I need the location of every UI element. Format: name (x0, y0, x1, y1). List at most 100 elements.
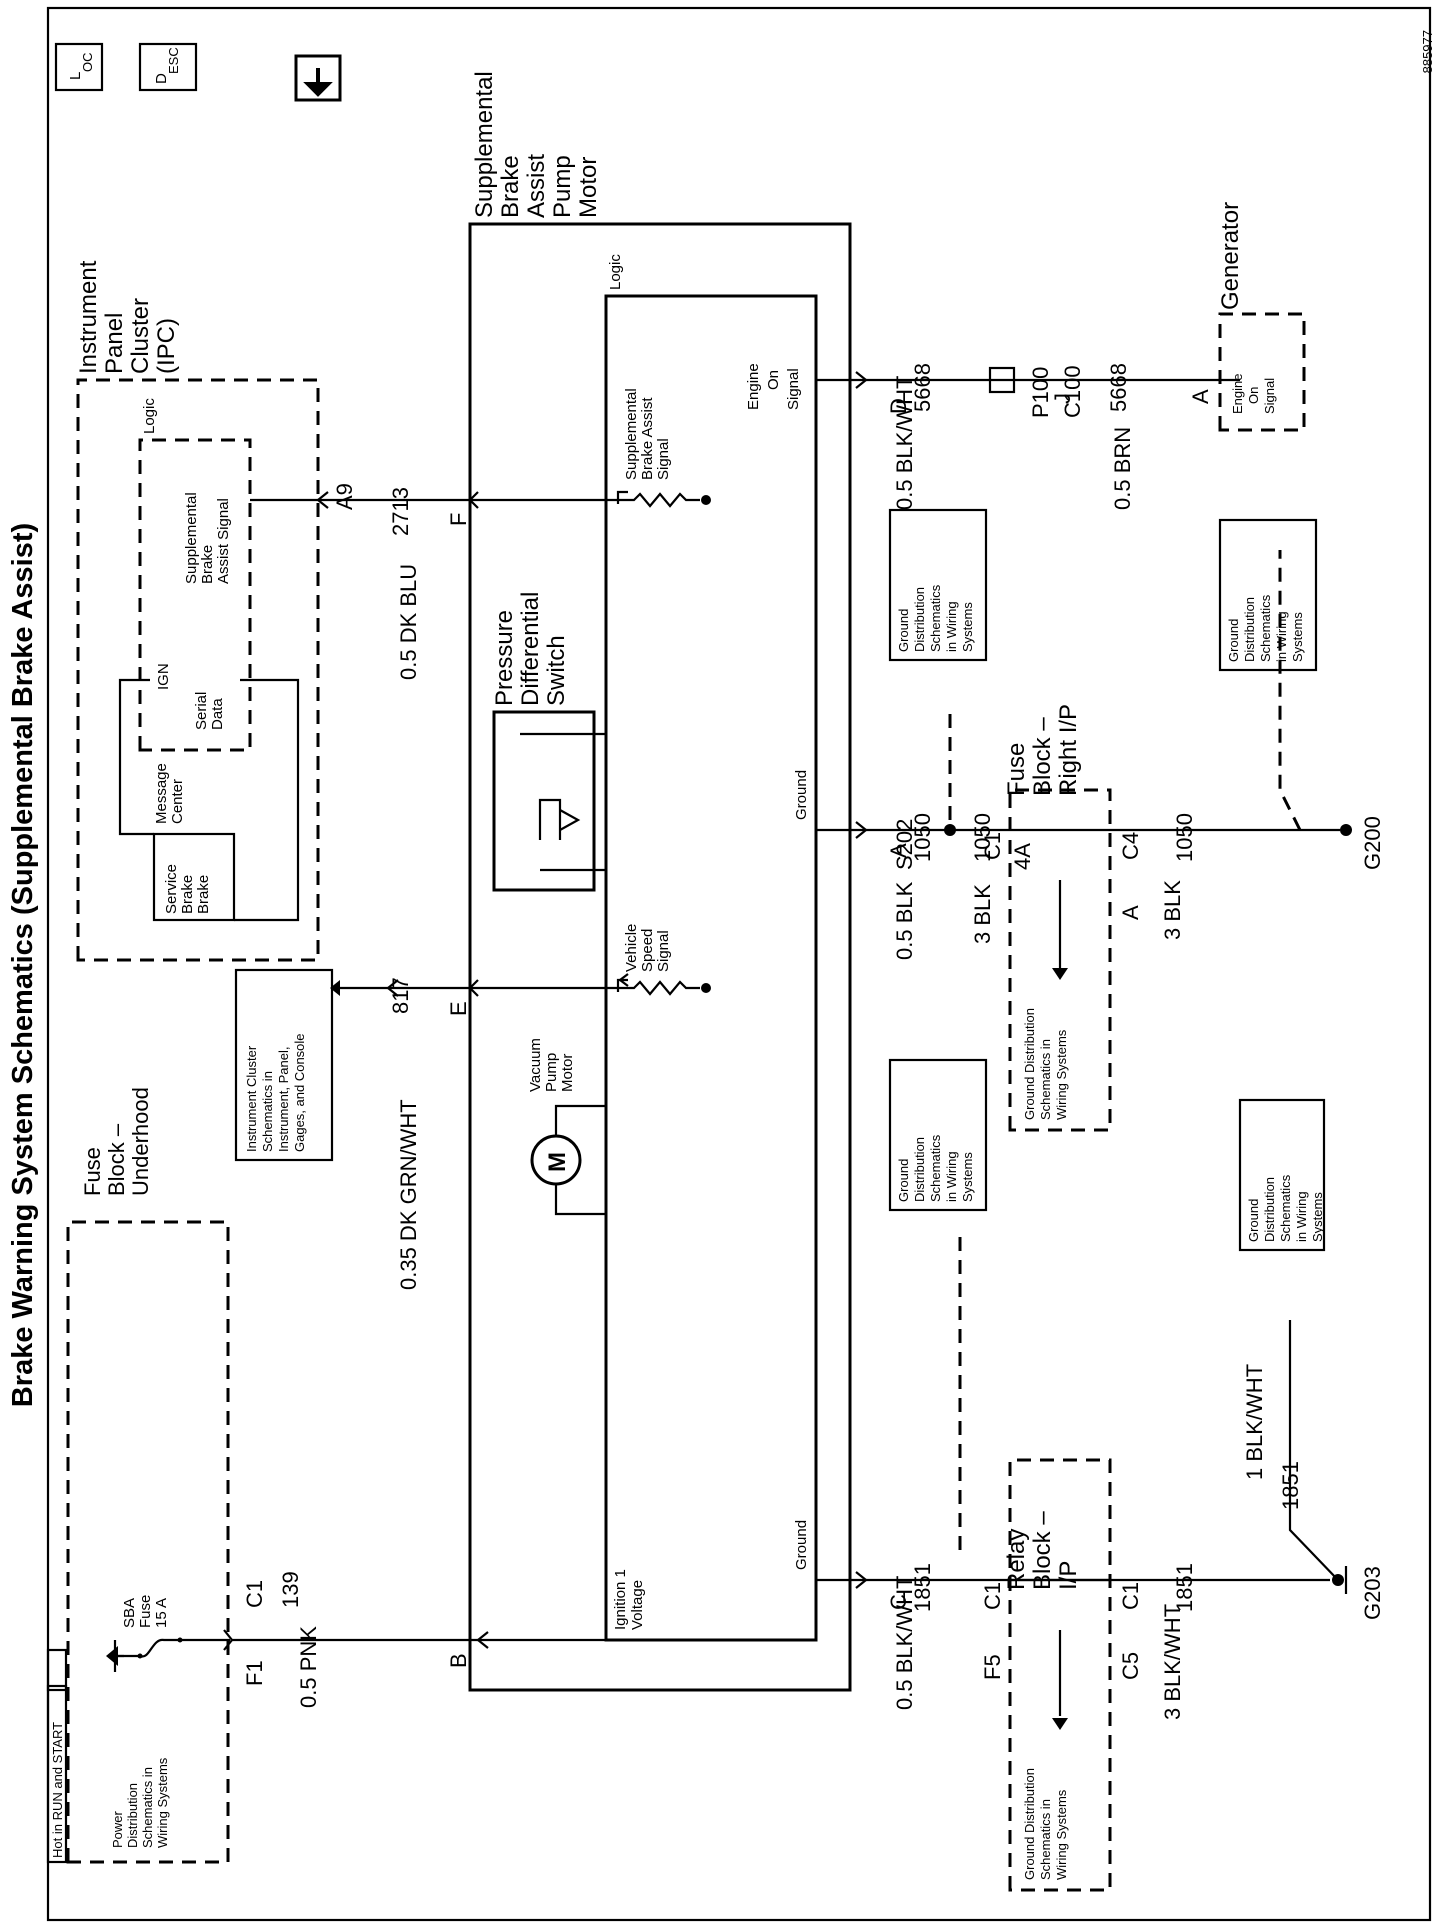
svg-text:Schematics in: Schematics in (1038, 1799, 1053, 1880)
fuse-block-underhood-label: Fuse Block – Underhood (80, 1087, 153, 1196)
svg-text:Block –: Block – (1029, 717, 1056, 796)
svg-text:in Wiring: in Wiring (944, 601, 959, 652)
doc-id: 885977 (1420, 30, 1435, 73)
gd-ref-g203 (1238, 1098, 1326, 1252)
svg-text:Brake Assist: Brake Assist (639, 397, 656, 480)
svg-text:Schematics in: Schematics in (260, 1071, 275, 1152)
pin-f: F (446, 513, 471, 526)
svg-text:On: On (1246, 387, 1261, 404)
svg-text:Underhood: Underhood (128, 1087, 153, 1196)
svg-text:Systems: Systems (1310, 1192, 1325, 1242)
g203-label: G203 (1360, 1566, 1385, 1620)
relay-gd-ref: Ground Distribution Schematics in Wiring… (1022, 1768, 1069, 1880)
ground-label-1: Ground (793, 1520, 810, 1570)
svg-text:Block –: Block – (1029, 1511, 1056, 1590)
rb-c1a: C1 (980, 1582, 1005, 1610)
svg-text:in Wiring: in Wiring (1294, 1191, 1309, 1242)
ic-ref-box (234, 968, 334, 1162)
generator-label: Generator (1217, 202, 1244, 310)
ground-label-2: Ground (793, 770, 810, 820)
ic-ref-text: Instrument Cluster Schematics in Instrum… (244, 1033, 307, 1152)
pin-c: C (886, 1594, 911, 1610)
desc-icon[interactable]: D ESC (138, 42, 198, 92)
svg-text:On: On (765, 370, 782, 390)
pin-a: A (886, 843, 911, 858)
wire-5668b-color: 0.5 BRN (1110, 427, 1135, 510)
wire-1050: 1050 (910, 813, 935, 862)
wire-1050b-color: 3 BLK (970, 884, 995, 944)
svg-text:Brake: Brake (179, 875, 196, 914)
svg-text:Switch: Switch (543, 635, 570, 706)
svg-text:I/P: I/P (1055, 1561, 1082, 1590)
svg-text:Assist: Assist (523, 154, 550, 218)
svg-text:Block –: Block – (104, 1123, 129, 1196)
svg-text:Engine: Engine (1230, 374, 1245, 414)
svg-text:Distribution: Distribution (912, 587, 927, 652)
svg-text:Voltage: Voltage (629, 1580, 646, 1630)
service-brake-booster (152, 832, 236, 922)
wire-1050c-color: 3 BLK (1160, 880, 1185, 940)
vacuum-pump-label: Vacuum Pump Motor (527, 1038, 576, 1092)
landscape-group: Brake Warning System Schematics (Supplem… (7, 42, 1385, 1892)
svg-text:Message: Message (153, 763, 170, 824)
pin-d: D (886, 398, 911, 414)
frip-a: A (1118, 905, 1143, 920)
page-frame (46, 6, 1432, 1922)
svg-text:Wiring Systems: Wiring Systems (155, 1757, 170, 1848)
p100-connector (988, 366, 1016, 394)
wire-1050-color: 0.5 BLK (892, 881, 917, 960)
ipc-box (76, 378, 320, 962)
frip-c4: C4 (1118, 832, 1143, 860)
svg-text:Supplemental: Supplemental (623, 388, 640, 480)
wire-1050c: 1050 (1172, 813, 1197, 862)
ipc-logic-box (138, 438, 252, 752)
svg-text:Schematics: Schematics (1258, 594, 1273, 662)
wire-2713: 2713 (388, 487, 413, 536)
gd-ref-g200 (1218, 518, 1318, 672)
svg-text:SBA: SBA (121, 1598, 138, 1628)
ipc-ign: IGN (155, 663, 172, 690)
svg-text:Pump: Pump (543, 1053, 560, 1092)
svg-text:Systems: Systems (960, 602, 975, 652)
svg-text:Brake: Brake (199, 545, 216, 584)
pds-label: Pressure Differential Switch (491, 592, 570, 706)
rb-c5: C5 (1118, 1652, 1143, 1680)
svg-text:Vacuum: Vacuum (527, 1038, 544, 1092)
generator-box (1218, 312, 1306, 432)
ignition1-label: Ignition 1 Voltage (612, 1569, 646, 1630)
arrow-down-icon[interactable] (294, 54, 342, 102)
g200-ground (1340, 824, 1352, 836)
sbas-pullup (620, 492, 700, 508)
sbas-label: Supplemental Brake Assist Signal (623, 388, 672, 480)
svg-text:Panel: Panel (101, 313, 128, 374)
wire-1851: 1851 (910, 1563, 935, 1612)
svg-text:Right I/P: Right I/P (1055, 704, 1082, 796)
svg-text:Ground: Ground (1246, 1199, 1261, 1242)
svg-text:Pump: Pump (549, 155, 576, 218)
svg-text:(IPC): (IPC) (153, 318, 180, 374)
svg-text:Ground Distribution: Ground Distribution (1022, 1768, 1037, 1880)
sba-fuse-label: SBA Fuse 15 A (121, 1595, 170, 1628)
wire-5668: 5668 (910, 363, 935, 412)
svg-text:in Wiring: in Wiring (1274, 611, 1289, 662)
svg-text:Instrument Cluster: Instrument Cluster (244, 1045, 259, 1152)
svg-text:Schematics: Schematics (928, 584, 943, 652)
ipc-label: Instrument Panel Cluster (IPC) (75, 260, 180, 374)
svg-text:Systems: Systems (1290, 612, 1305, 662)
frip-4a: 4A (1010, 843, 1035, 870)
svg-text:ESC: ESC (166, 47, 181, 74)
frip-gd-ref: Ground Distribution Schematics in Wiring… (1022, 1008, 1069, 1120)
svg-text:Ground: Ground (896, 1159, 911, 1202)
hot-label-box (46, 1684, 68, 1864)
svg-text:Schematics in: Schematics in (1038, 1039, 1053, 1120)
loc-icon[interactable]: L OC (54, 42, 104, 92)
gd-ref-g203-text: Ground Distribution Schematics in Wiring… (1246, 1174, 1325, 1242)
svg-text:Speed: Speed (639, 929, 656, 972)
conn-c1: C1 (242, 1580, 267, 1608)
gd-ref-s202-text: Ground Distribution Schematics in Wiring… (896, 584, 975, 652)
wire-1050b: 1050 (970, 813, 995, 862)
svg-text:Wiring Systems: Wiring Systems (1054, 1029, 1069, 1120)
pin-e: E (446, 1001, 471, 1016)
